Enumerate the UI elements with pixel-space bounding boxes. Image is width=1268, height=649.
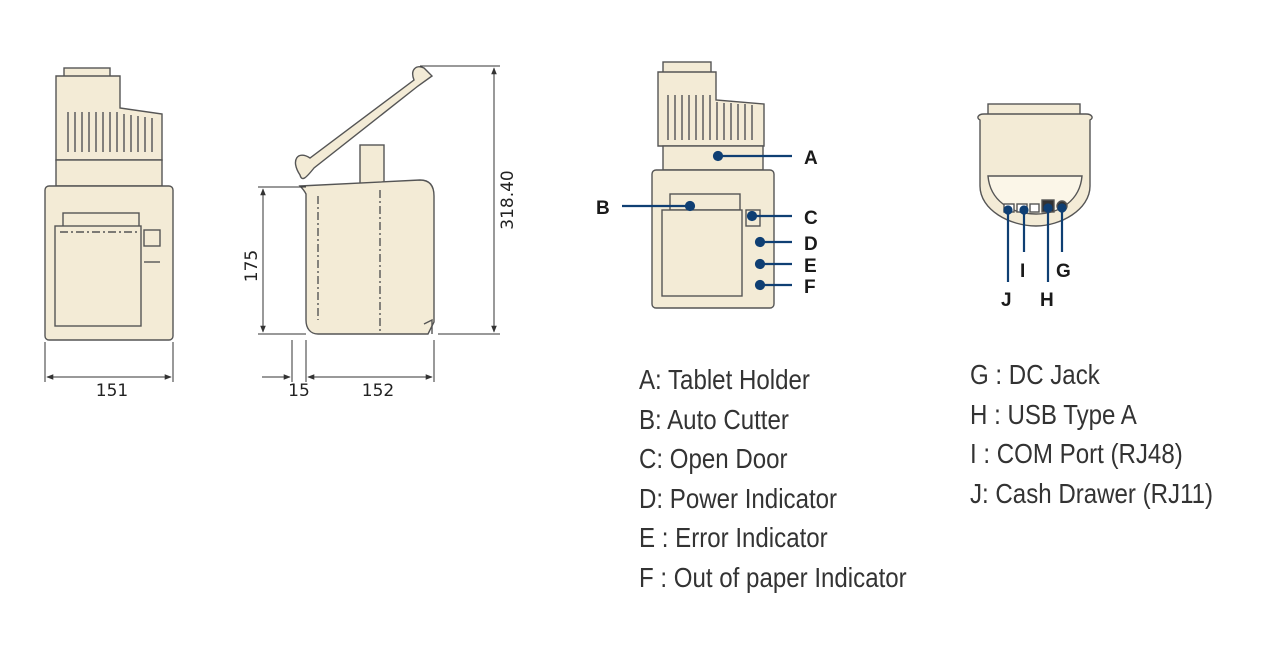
legend-back-ports: G : DC Jack H : USB Type A I : COM Port …: [970, 355, 1213, 513]
back-callout-lines: [1003, 203, 1067, 282]
side-view: [294, 66, 435, 335]
side-depth-label: 152: [362, 381, 394, 401]
height-label: 175: [242, 250, 262, 282]
callout-e: E: [804, 256, 817, 277]
callout-h: H: [1040, 290, 1054, 311]
front-width-label: 151: [96, 381, 128, 401]
callout-i: I: [1020, 261, 1025, 282]
front-callout-lines: [622, 150, 792, 291]
legend-item-h: H : USB Type A: [970, 398, 1137, 430]
callout-b: B: [596, 198, 610, 219]
side-dimensions: [258, 65, 500, 382]
legend-item-d: D: Power Indicator: [639, 482, 838, 514]
legend-item-a: A: Tablet Holder: [639, 364, 810, 395]
callout-f: F: [804, 277, 816, 298]
legend-item-i: I : COM Port (RJ48): [970, 438, 1183, 469]
back-view: [977, 103, 1093, 227]
callout-g: G: [1056, 261, 1071, 282]
legend-item-f: F : Out of paper Indicator: [639, 561, 907, 593]
callout-c: C: [804, 208, 818, 229]
callout-j: J: [1001, 290, 1012, 311]
legend-item-c: C: Open Door: [639, 443, 788, 474]
legend-item-e: E : Error Indicator: [639, 522, 828, 553]
callout-d: D: [804, 234, 818, 255]
legend-item-j: J: Cash Drawer (RJ11): [970, 477, 1214, 509]
front-view: [44, 67, 174, 341]
overall-height-label: 318.40: [498, 170, 518, 229]
front-width-dimension: [44, 342, 174, 382]
foot-offset-label: 15: [288, 381, 310, 401]
legend-item-b: B: Auto Cutter: [639, 403, 789, 435]
callout-a: A: [804, 148, 818, 169]
legend-front-parts: A: Tablet Holder B: Auto Cutter C: Open …: [639, 360, 907, 597]
front-callout-view: [651, 61, 775, 309]
legend-item-g: G : DC Jack: [970, 359, 1100, 390]
